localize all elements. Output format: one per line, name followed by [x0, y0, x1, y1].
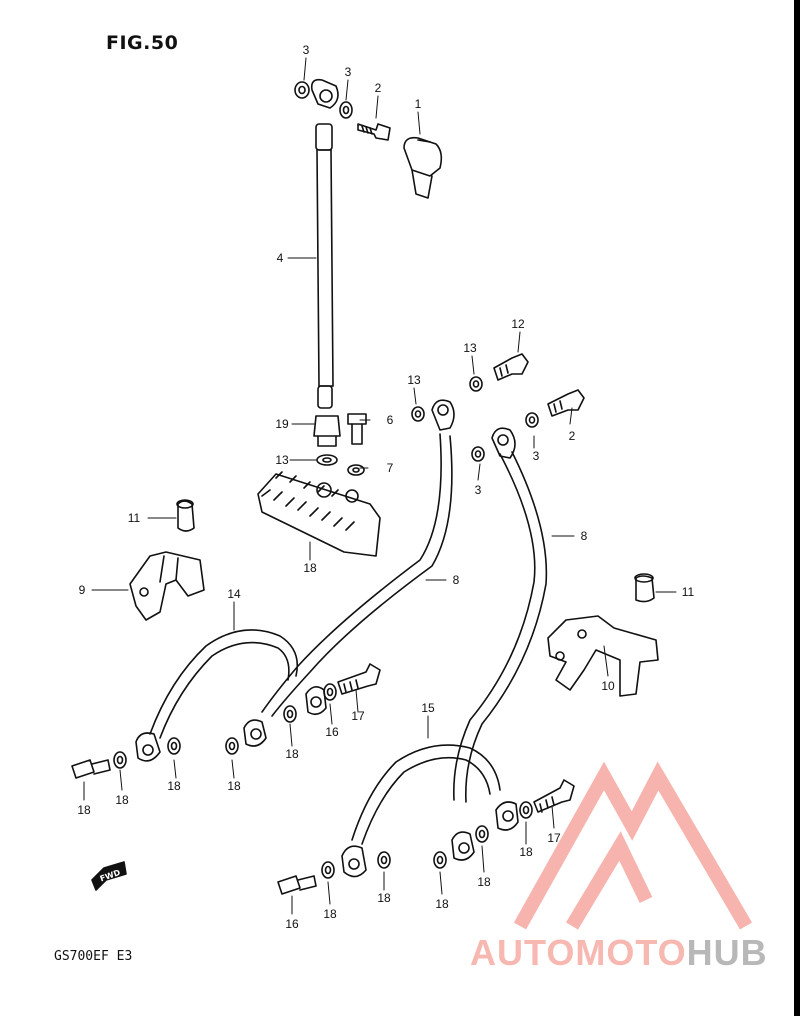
callout-2: 2: [569, 429, 576, 443]
lower-brake-hose-15: [341, 744, 501, 878]
upper-brake-hose: [310, 78, 339, 409]
callout-15: 15: [421, 701, 435, 715]
callout-18: 18: [519, 845, 533, 859]
callout-18: 18: [435, 897, 449, 911]
callout-3: 3: [533, 449, 540, 463]
callout-18: 18: [323, 907, 337, 921]
callout-14: 14: [227, 587, 241, 601]
bolts-16: [71, 759, 317, 895]
washer-7: [347, 464, 365, 476]
figure-title: FIG.50: [106, 32, 179, 54]
callout-17: 17: [547, 831, 561, 845]
callout-18: 18: [227, 779, 241, 793]
callout-1: 1: [415, 97, 422, 111]
banjo-fittings-right: [451, 801, 519, 861]
callout-11: 11: [682, 585, 695, 599]
callout-18: 18: [377, 891, 391, 905]
callout-13: 13: [463, 341, 477, 355]
callout-18: 18: [167, 779, 181, 793]
callout-16: 16: [285, 917, 299, 931]
bolts-right-upper: [493, 353, 585, 417]
watermark-part1: AUTOMOTO: [470, 932, 687, 973]
middle-brake-hose: [261, 399, 455, 717]
callout-18: 18: [115, 793, 129, 807]
fwd-arrow: [91, 861, 127, 891]
callout-4: 4: [277, 251, 284, 265]
callout-11: 11: [128, 511, 141, 525]
callout-18: 18: [477, 875, 491, 889]
callout-8: 8: [581, 529, 588, 543]
bolts-17: [337, 663, 575, 813]
hose-bracket-10: [547, 615, 659, 697]
joint-fitting: [313, 415, 341, 466]
master-cylinder-cap: [403, 136, 443, 199]
bolt-6: [347, 413, 367, 445]
watermark-part2: HUB: [686, 932, 768, 973]
brake-junction-block: [257, 471, 381, 557]
callout-8: 8: [453, 573, 460, 587]
banjo-fittings-left: [243, 686, 327, 747]
callout-12: 12: [511, 317, 525, 331]
page-edge: [794, 0, 800, 1016]
union-bolt-top: [357, 123, 391, 141]
callout-18: 18: [77, 803, 91, 817]
right-brake-hose: [453, 427, 548, 803]
hose-bracket-9: [129, 551, 205, 621]
callout-13: 13: [407, 373, 421, 387]
callout-3: 3: [475, 483, 482, 497]
washers: [113, 376, 539, 879]
left-brake-hose-14: [135, 629, 299, 762]
callout-7: 7: [387, 461, 394, 475]
callout-2: 2: [375, 81, 382, 95]
model-code: GS700EF E3: [54, 949, 133, 964]
washers-upper: [294, 81, 353, 119]
callout-3: 3: [303, 43, 310, 57]
callout-16: 16: [325, 725, 339, 739]
callout-13: 13: [275, 453, 289, 467]
watermark-text: AUTOMOTOHUB: [470, 932, 768, 974]
callout-18: 18: [303, 561, 317, 575]
callout-18: 18: [285, 747, 299, 761]
callout-17: 17: [351, 709, 365, 723]
grommets: [176, 499, 655, 603]
callout-19: 19: [275, 417, 289, 431]
callout-6: 6: [387, 413, 394, 427]
leader-lines: [83, 57, 677, 915]
callout-10: 10: [601, 679, 615, 693]
callout-3: 3: [345, 65, 352, 79]
callout-9: 9: [79, 583, 86, 597]
